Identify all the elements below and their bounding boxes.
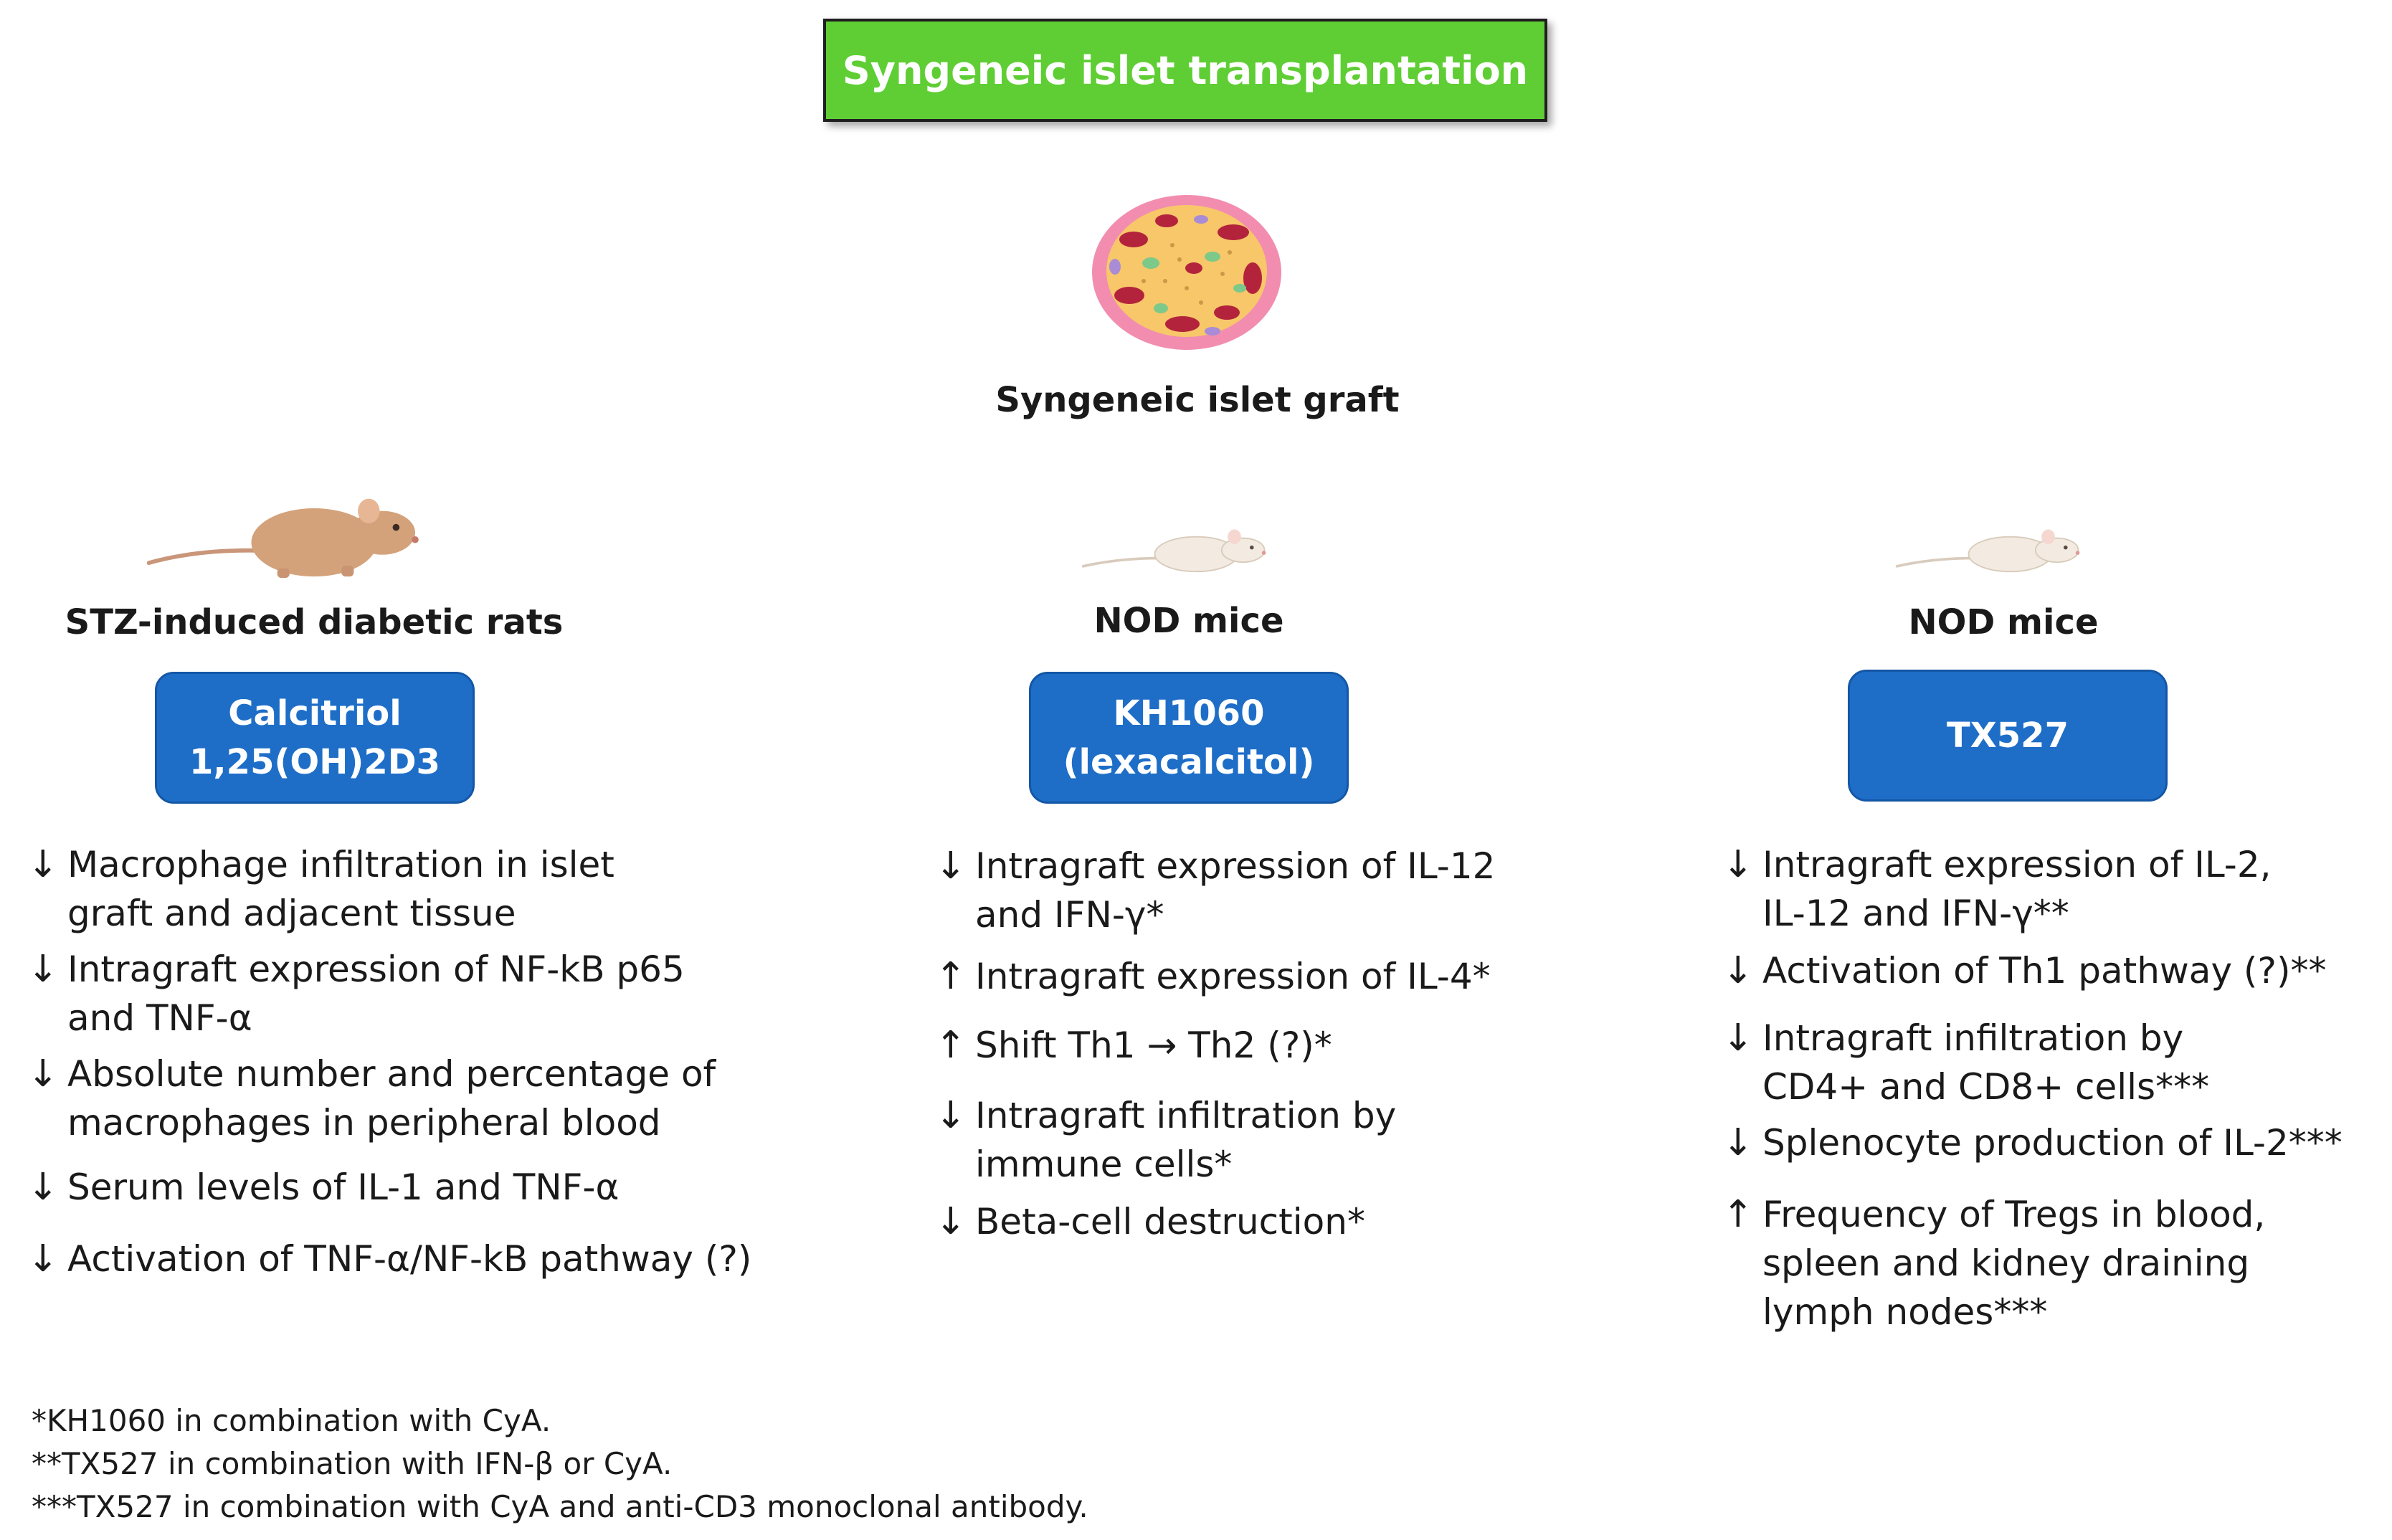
column-2-drug-line-2: (lexacalcitol) [1063,742,1315,782]
footnote-1: *KH1060 in combination with CyA. [32,1403,551,1438]
effect-item: ↓ Serum levels of IL-1 and TNF-α [27,1163,845,1212]
down-arrow-icon: ↓ [27,843,59,886]
effect-item: ↓ Beta-cell destruction* [935,1197,1580,1246]
column-3-drug: TX527 [1848,670,2168,802]
islet-icon [1092,195,1281,350]
column-3-model: NOD mice [1908,602,2099,642]
diagram-title: Syngeneic islet transplantation [823,19,1547,122]
effect-line: Intragraft expression of NF-kB p65 [67,949,685,990]
column-2-drug-line-1: KH1060 [1113,693,1265,733]
effect-item: ↓ Intragraft infiltration by CD4+ and CD… [1722,1014,2382,1111]
effect-line: Activation of Th1 pathway (?)** [1762,950,2327,992]
effect-line: CD4+ and CD8+ cells*** [1762,1066,2210,1108]
down-arrow-icon: ↓ [27,1166,59,1209]
effect-line: Intragraft infiltration by [975,1095,1397,1136]
down-arrow-icon: ↓ [1722,1121,1754,1164]
effect-line: Beta-cell destruction* [975,1201,1365,1242]
column-1-effects: ↓ Macrophage infiltration in islet graft… [27,840,845,1283]
effect-line: Macrophage infiltration in islet [67,844,614,885]
effect-line: Intragraft expression of IL-2, [1762,844,2272,885]
down-arrow-icon: ↓ [1722,843,1754,886]
down-arrow-icon: ↓ [1722,1017,1754,1060]
effect-line: Splenocyte production of IL-2*** [1762,1122,2343,1164]
down-arrow-icon: ↓ [935,1094,967,1137]
down-arrow-icon: ↓ [935,1200,967,1243]
effect-item: ↓ Intragraft expression of IL-12 and IFN… [935,842,1580,939]
column-2-model: NOD mice [1093,601,1284,641]
effect-item: ↓ Activation of Th1 pathway (?)** [1722,946,2382,995]
column-2-drug: KH1060 (lexacalcitol) [1029,672,1349,804]
graft-label: Syngeneic islet graft [995,380,1400,420]
effect-item: ↓ Activation of TNF-α/NF-kB pathway (?) [27,1235,845,1283]
effect-line: Intragraft expression of IL-12 [975,845,1496,887]
column-1-drug-line-2: 1,25(OH)2D3 [189,742,440,782]
effect-item: ↓ Absolute number and percentage of macr… [27,1050,845,1147]
down-arrow-icon: ↓ [27,948,59,991]
effect-item: ↑ Intragraft expression of IL-4* [935,952,1580,1001]
column-1-model: STZ-induced diabetic rats [65,602,564,642]
footnotes: *KH1060 in combination with CyA. **TX527… [32,1399,1088,1529]
mouse-icon [1895,529,2080,573]
effect-line: Shift Th1 → Th2 (?)* [975,1025,1332,1066]
effect-item: ↓ Intragraft infiltration by immune cell… [935,1091,1580,1189]
effect-line: Frequency of Tregs in blood, [1762,1194,2266,1235]
effect-line: immune cells* [975,1144,1233,1185]
column-1-drug-line-1: Calcitriol [228,693,402,733]
up-arrow-icon: ↑ [935,955,967,998]
mouse-icon [1081,529,1266,573]
down-arrow-icon: ↓ [27,1237,59,1280]
effect-item: ↑ Shift Th1 → Th2 (?)* [935,1021,1580,1070]
effect-line: and IFN-γ* [975,894,1164,936]
effect-line: graft and adjacent tissue [67,893,516,934]
effect-item: ↑ Frequency of Tregs in blood, spleen an… [1722,1190,2382,1336]
effect-line: Intragraft expression of IL-4* [975,956,1491,997]
down-arrow-icon: ↓ [27,1052,59,1095]
up-arrow-icon: ↑ [1722,1193,1754,1236]
column-2-effects: ↓ Intragraft expression of IL-12 and IFN… [935,842,1580,1246]
effect-item: ↓ Splenocyte production of IL-2*** [1722,1118,2382,1167]
effect-line: spleen and kidney draining [1762,1242,2250,1284]
column-1-drug: Calcitriol 1,25(OH)2D3 [155,672,475,804]
effect-line: IL-12 and IFN-γ** [1762,893,2069,934]
rat-icon [146,498,419,579]
effect-line: Intragraft infiltration by [1762,1017,2184,1059]
column-3-drug-line-1: TX527 [1947,716,2069,756]
effect-line: Serum levels of IL-1 and TNF-α [67,1166,620,1208]
effect-item: ↓ Macrophage infiltration in islet graft… [27,840,845,938]
up-arrow-icon: ↑ [935,1024,967,1067]
down-arrow-icon: ↓ [1722,949,1754,992]
column-3-effects: ↓ Intragraft expression of IL-2, IL-12 a… [1722,840,2382,1336]
effect-line: lymph nodes*** [1762,1291,2048,1333]
down-arrow-icon: ↓ [935,845,967,888]
footnote-3: ***TX527 in combination with CyA and ant… [32,1489,1088,1524]
effect-line: and TNF-α [67,997,252,1039]
footnote-2: **TX527 in combination with IFN-β or CyA… [32,1446,673,1481]
effect-line: Activation of TNF-α/NF-kB pathway (?) [67,1238,752,1280]
effect-line: Absolute number and percentage of [67,1053,716,1095]
effect-item: ↓ Intragraft expression of NF-kB p65 and… [27,945,845,1042]
effect-item: ↓ Intragraft expression of IL-2, IL-12 a… [1722,840,2382,938]
effect-line: macrophages in peripheral blood [67,1102,661,1144]
